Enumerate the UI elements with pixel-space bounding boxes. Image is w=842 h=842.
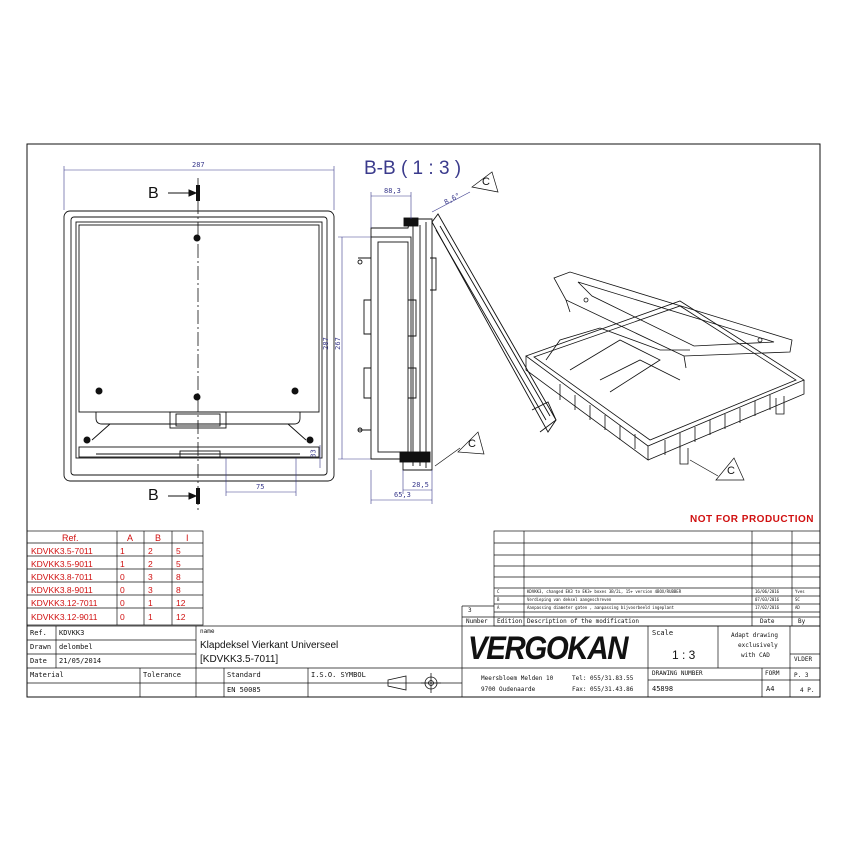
dim-section-top: 88,3 bbox=[384, 187, 401, 195]
tb-drawn-label: Drawn bbox=[30, 643, 52, 651]
tb-format-label: FORM bbox=[765, 670, 780, 677]
rev-edition-label: Edition bbox=[497, 618, 523, 625]
ref-header-b: B bbox=[155, 533, 162, 543]
tb-name-line-2: [KDVKK3.5-7011] bbox=[200, 654, 279, 665]
rev-c-date: 16/06/2016 bbox=[755, 589, 780, 594]
tb-date-value: 21/05/2014 bbox=[59, 657, 102, 665]
detail-callout-label-3: C bbox=[727, 465, 735, 477]
rev-c-letter: C bbox=[497, 589, 500, 594]
tb-material-label: Material bbox=[30, 671, 64, 679]
rev-a-desc: Aanpassing diameter gaten , aanpassing b… bbox=[527, 605, 674, 610]
dim-front-sub: 75 bbox=[256, 483, 265, 491]
tb-name-line-1: Klapdeksel Vierkant Universeel bbox=[200, 640, 339, 651]
tb-address-1: Meersbloem Melden 10 bbox=[481, 675, 554, 682]
isometric-view bbox=[525, 271, 805, 465]
tb-cad-note-2: exclusively bbox=[738, 642, 778, 649]
dim-front-side: 33 bbox=[309, 449, 318, 458]
rev-edition-index: 3 bbox=[468, 607, 472, 614]
section-arrows bbox=[168, 185, 200, 504]
vergokan-logo: VERGOKAN bbox=[468, 630, 628, 666]
ref-header-i: I bbox=[186, 533, 189, 543]
section-marker-bottom: B bbox=[148, 487, 159, 504]
tb-standard-label: Standard bbox=[227, 671, 261, 679]
tb-ref-label: Ref. bbox=[30, 629, 47, 637]
tb-date-label: Date bbox=[30, 657, 47, 665]
section-title: B-B ( 1 : 3 ) bbox=[364, 158, 462, 179]
iso-symbol bbox=[387, 673, 441, 693]
front-view-holes bbox=[83, 234, 314, 444]
tb-pages: 4 P. bbox=[800, 687, 815, 694]
section-marker-top: B bbox=[148, 185, 159, 202]
tb-scale-value: 1 : 3 bbox=[672, 648, 696, 662]
tb-iso-label: I.S.O. SYMBOL bbox=[311, 671, 366, 679]
tb-name-label: name bbox=[200, 628, 215, 635]
rev-a-by: AD bbox=[795, 605, 800, 610]
detail-callout-label-1: C bbox=[482, 176, 490, 188]
rev-by-label: By bbox=[798, 618, 806, 625]
rev-description-label: Description of the modification bbox=[527, 618, 639, 625]
rev-number-label: Number bbox=[466, 618, 488, 625]
rev-b-by: SC bbox=[795, 597, 800, 602]
ref-header-ref: Ref. bbox=[62, 533, 79, 543]
tb-tolerance-label: Tolerance bbox=[143, 671, 181, 679]
tb-format-value: A4 bbox=[766, 685, 775, 693]
rev-b-date: 07/03/2016 bbox=[755, 597, 780, 602]
ref-header-a: A bbox=[127, 533, 134, 543]
front-dimensions bbox=[63, 166, 335, 496]
front-view bbox=[63, 210, 335, 482]
tb-scale-label: Scale bbox=[652, 629, 674, 637]
dim-section-bottom-2: 65,3 bbox=[394, 491, 411, 499]
tb-drawing-number-label: DRAWING NUMBER bbox=[652, 670, 703, 677]
tb-cad-note-1: Adapt drawing bbox=[731, 632, 778, 639]
section-view bbox=[357, 213, 557, 471]
tb-standard-value: EN 50085 bbox=[227, 686, 261, 694]
dim-top-width: 287 bbox=[192, 161, 205, 169]
sheet-border bbox=[26, 143, 821, 698]
tb-cad-note-3: with CAD bbox=[741, 652, 770, 659]
rev-a-date: 17/02/2016 bbox=[755, 605, 780, 610]
section-dimensions bbox=[338, 191, 471, 504]
dim-section-bottom-1: 28,5 bbox=[412, 481, 429, 489]
rev-b-letter: B bbox=[497, 597, 500, 602]
dim-front-height: 287 bbox=[321, 337, 330, 350]
rev-c-by: Yves bbox=[795, 589, 805, 594]
detail-callout-shapes bbox=[434, 171, 745, 481]
tb-drawn-value: delombel bbox=[59, 643, 93, 651]
tb-page: P. 3 bbox=[794, 672, 809, 679]
detail-callout-label-2: C bbox=[468, 438, 476, 450]
tb-fax: Fax: 055/31.43.86 bbox=[572, 686, 634, 693]
dim-right-height: 267 bbox=[333, 337, 342, 350]
tb-ref-value: KDVKK3 bbox=[59, 629, 85, 637]
rev-c-desc: KDVKK3, changed EK3 to EK3+ boxes 3B/2L,… bbox=[527, 589, 682, 594]
rev-b-desc: Verdieping van deksel aangeschreven bbox=[527, 597, 612, 602]
tb-drawing-number: 45898 bbox=[652, 685, 674, 693]
tb-tel: Tel: 055/31.83.55 bbox=[572, 675, 634, 682]
rev-date-label: Date bbox=[760, 618, 775, 625]
not-for-production-stamp: NOT FOR PRODUCTION bbox=[690, 514, 814, 525]
table-lines bbox=[26, 530, 821, 697]
rev-a-letter: A bbox=[497, 605, 500, 610]
tb-address-2: 9700 Oudenaarde bbox=[481, 686, 536, 693]
tb-folder-label: VLDER bbox=[794, 656, 813, 663]
